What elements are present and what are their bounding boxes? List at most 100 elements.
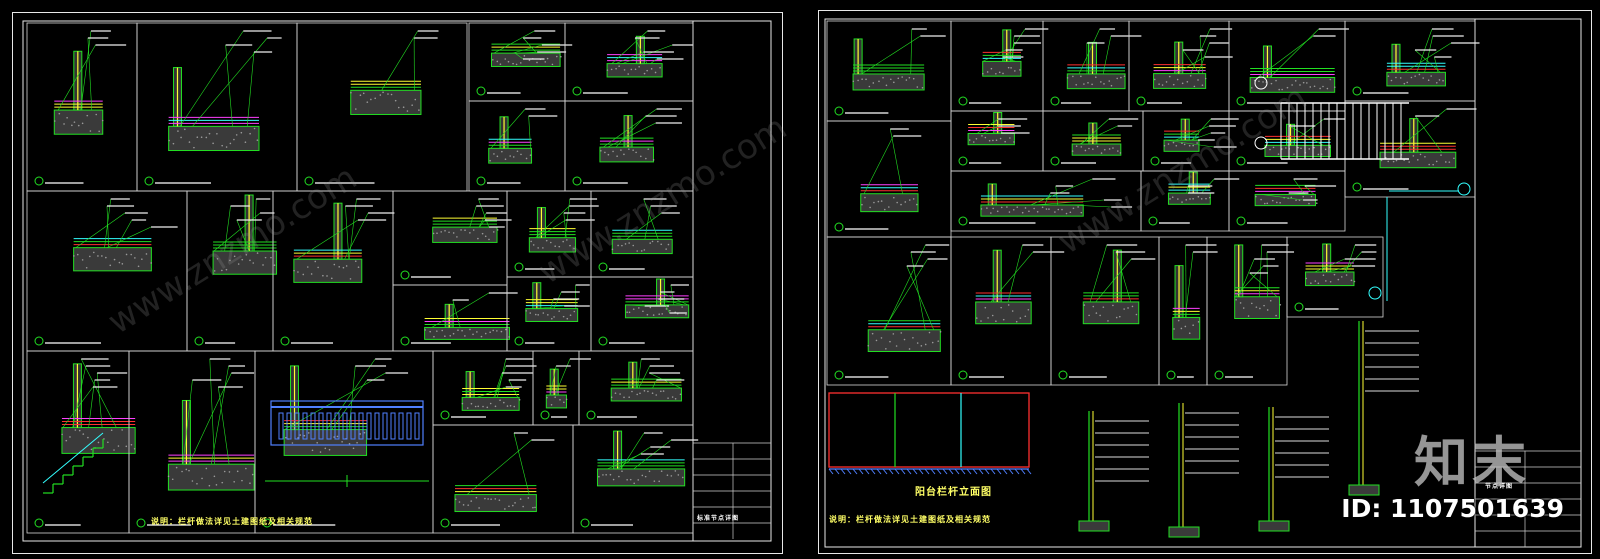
cad-hatch-dot <box>105 256 107 259</box>
cad-line <box>910 251 926 330</box>
cad-hatch-dot <box>233 138 235 141</box>
cad-hatch-dot <box>1102 306 1105 308</box>
cad-hatch-dot <box>1279 303 1282 306</box>
cad-line <box>984 468 990 475</box>
cad-hatch-dot <box>1002 72 1004 75</box>
drawing-sheet-right: 阳台栏杆立面图 说明：栏杆做法详见土建图纸及相关规范 节点详图 <box>818 10 1592 554</box>
cad-hatch-dot <box>244 141 247 143</box>
cad-hatch-dot <box>486 406 489 409</box>
cad-hatch-dot <box>336 435 339 438</box>
cad-hatch-dot <box>1069 211 1072 214</box>
cad-hatch-dot <box>598 475 600 478</box>
cad-hatch-dot <box>1275 314 1277 317</box>
cad-hatch-dot <box>1100 81 1102 83</box>
cad-hatch-dot <box>981 135 983 137</box>
cad-hatch-slab <box>283 429 368 456</box>
cad-hatch-dot <box>233 255 236 258</box>
cad-hatch-dot <box>1167 143 1170 145</box>
cad-line <box>493 372 503 398</box>
cad-hatch-dot <box>1432 163 1434 166</box>
cad-hatch-dot <box>168 139 170 142</box>
cad-hatch-dot <box>1186 80 1189 83</box>
cad-line <box>535 305 565 309</box>
cad-drawing-left <box>22 20 772 542</box>
cad-line <box>1249 272 1278 297</box>
cad-hatch-dot <box>652 314 655 316</box>
cad-hatch-dot <box>895 345 898 347</box>
cad-line <box>431 292 489 328</box>
cad-hatch-dot <box>532 244 535 246</box>
cad-hatch-dot <box>53 120 56 122</box>
cad-hatch-dot <box>460 229 462 231</box>
cad-hatch-dot <box>609 473 612 476</box>
cad-hatch-dot <box>1422 77 1425 79</box>
cad-hatch-dot <box>1135 313 1138 316</box>
cad-hatch-dot <box>1048 208 1050 210</box>
cad-hatch-dot <box>681 306 683 308</box>
cad-line <box>513 432 530 495</box>
cad-hatch-dot <box>241 258 244 261</box>
railing-baluster <box>310 412 316 440</box>
detail-bubble <box>1136 96 1146 106</box>
right-elevation-title: 阳台栏杆立面图 <box>915 487 992 498</box>
cad-hatch-dot <box>1193 85 1196 88</box>
cad-hatch-dot <box>349 278 352 280</box>
cad-line <box>968 132 1002 134</box>
detail-bubble <box>540 410 550 420</box>
cad-hatch-dot <box>141 258 143 260</box>
cad-hatch-dot <box>554 245 556 248</box>
cad-hatch-dot <box>512 504 514 507</box>
cad-hatch-dot <box>1442 79 1444 82</box>
cad-hatch-dot <box>685 313 687 316</box>
cad-hatch-dot <box>1080 211 1083 214</box>
cad-hatch-dot <box>1083 83 1085 85</box>
cad-hatch-dot <box>916 342 919 344</box>
detail-bubble <box>598 336 608 346</box>
cad-hatch-slab <box>1153 73 1207 89</box>
cad-hatch-dot <box>990 212 992 214</box>
railing-baluster <box>342 412 348 440</box>
detail-bubble <box>1050 96 1060 106</box>
cad-hatch-dot <box>1403 82 1406 85</box>
cad-line <box>1055 185 1058 205</box>
cad-hatch-dot <box>1399 77 1402 79</box>
cad-hatch-dot <box>660 470 663 472</box>
cad-hatch-dot <box>233 480 235 483</box>
cad-hatch-dot <box>671 396 674 398</box>
cad-hatch-dot <box>931 341 934 344</box>
cad-hatch-dot <box>208 484 211 487</box>
cad-hatch-dot <box>397 106 400 109</box>
cad-hatch-dot <box>1002 318 1005 321</box>
cad-hatch-dot <box>559 398 561 401</box>
cad-hatch-dot <box>470 500 473 502</box>
cad-hatch-dot <box>972 141 975 143</box>
cad-hatch-dot <box>1319 87 1321 90</box>
watermark-logo: 知末 <box>1414 431 1530 494</box>
cad-line <box>1102 35 1112 74</box>
cad-hatch-dot <box>1380 159 1383 162</box>
cad-hatch-dot <box>345 265 348 267</box>
cad-hatch-dot <box>354 260 357 263</box>
detail-bubble <box>34 176 44 186</box>
cad-line <box>858 468 864 475</box>
cad-hatch-dot <box>225 268 228 271</box>
cad-line <box>1034 199 1105 206</box>
cad-hatch-dot <box>1390 79 1393 82</box>
cad-hatch-dot <box>1095 76 1097 78</box>
cad-drawing-right <box>824 18 1582 548</box>
cad-hatch-dot <box>537 314 540 316</box>
cad-hatch-slab <box>1305 271 1355 287</box>
cad-hatch-dot <box>1080 146 1083 148</box>
right-sheet-note: 说明：栏杆做法详见土建图纸及相关规范 <box>829 515 991 524</box>
cad-hatch-dot <box>1250 302 1253 305</box>
cad-hatch-dot <box>1279 201 1281 204</box>
cad-box <box>1286 236 1384 318</box>
cad-line <box>634 37 648 64</box>
cad-hatch-dot <box>639 392 641 395</box>
cad-line <box>834 468 840 475</box>
cad-hatch-dot <box>520 153 522 156</box>
cad-hatch-dot <box>662 390 665 392</box>
cad-hatch-dot <box>628 396 630 399</box>
cad-hatch-slab <box>1348 484 1380 496</box>
cad-hatch-dot <box>456 236 458 238</box>
